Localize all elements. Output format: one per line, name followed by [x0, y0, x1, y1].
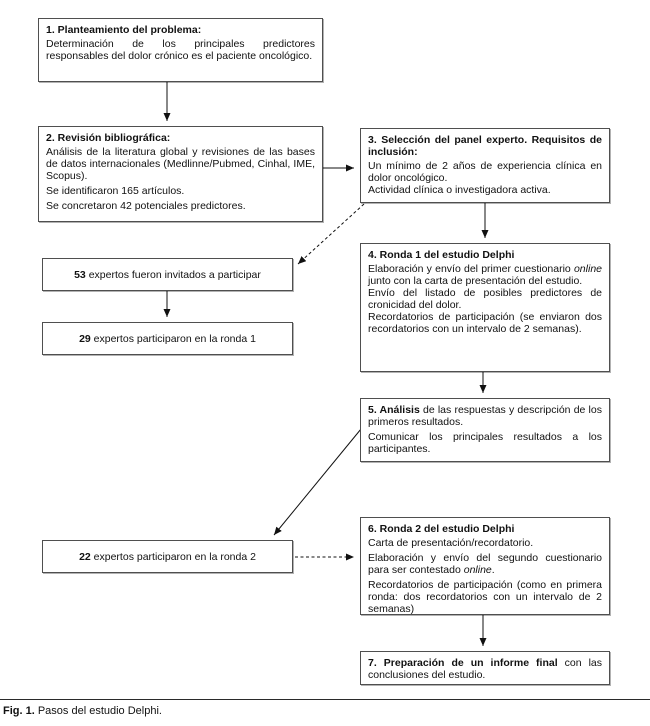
step-1-box: 1. Planteamiento del problema: Determina… — [38, 18, 323, 82]
step-5-paragraph-1: 5. Análisis de las respuestas y descripc… — [368, 404, 602, 428]
step-6-paragraph-2: Elaboración y envío del segundo cuestion… — [368, 552, 602, 576]
step-4-p1-pre: Elaboración y envío del primer cuestiona… — [368, 263, 574, 275]
step-2-paragraph-2: Se identificaron 165 artículos. — [46, 185, 185, 197]
experts-53-label: 53 expertos fueron invitados a participa… — [74, 269, 261, 281]
experts-29-number: 29 — [79, 332, 91, 345]
step-4-title: 4. Ronda 1 del estudio Delphi — [368, 249, 515, 261]
step-3-paragraph-2: Actividad clínica o investigadora activa… — [368, 184, 551, 196]
step-7-body: 7. Preparación de un informe final con l… — [368, 657, 602, 681]
step-6-p2-pre: Elaboración y envío del segundo cuestion… — [368, 552, 602, 576]
experts-22-label: 22 expertos participaron en la ronda 2 — [79, 551, 256, 563]
step-5-title-rest: de las respuestas y descripción de los p… — [368, 404, 602, 428]
experts-29-box: 29 expertos participaron en la ronda 1 — [42, 322, 293, 355]
step-6-p2-post: . — [491, 564, 495, 576]
step-6-box: 6. Ronda 2 del estudio Delphi Carta de p… — [360, 517, 610, 615]
step-3-box: 3. Selección del panel experto. Requisit… — [360, 128, 610, 203]
step-3-title: 3. Selección del panel experto. Requisit… — [368, 134, 602, 158]
step-4-box: 4. Ronda 1 del estudio Delphi Elaboració… — [360, 243, 610, 372]
step-3-paragraph-1: Un mínimo de 2 años de experiencia clíni… — [368, 160, 602, 184]
step-5-title-bold: 5. Análisis — [368, 404, 420, 416]
step-7-bold: 7. Preparación de un informe final — [368, 657, 558, 669]
experts-22-number: 22 — [79, 550, 91, 563]
figure-caption: Fig. 1. Pasos del estudio Delphi. — [3, 705, 162, 718]
experts-53-text: expertos fueron invitados a participar — [85, 268, 261, 281]
step-4-paragraph-3: Recordatorios de participación (se envia… — [368, 311, 602, 335]
experts-53-number: 53 — [74, 268, 86, 281]
step-4-paragraph-1: Elaboración y envío del primer cuestiona… — [368, 263, 602, 287]
step-1-title: 1. Planteamiento del problema: — [46, 24, 202, 36]
step-4-p1-post: junto con la carta de presentación del e… — [368, 275, 583, 287]
step-2-paragraph-3: Se concretaron 42 potenciales predictore… — [46, 200, 246, 212]
step-6-paragraph-1: Carta de presentación/recordatorio. — [368, 537, 534, 549]
step-5-paragraph-2: Comunicar los principales resultados a l… — [368, 431, 602, 455]
step-6-paragraph-3: Recordatorios de participación (como en … — [368, 579, 602, 615]
experts-22-text: expertos participaron en la ronda 2 — [90, 550, 256, 563]
step-4-paragraph-2: Envío del listado de posibles predictore… — [368, 287, 602, 311]
step-2-paragraph-1: Análisis de la literatura global y revis… — [46, 146, 315, 182]
experts-22-box: 22 expertos participaron en la ronda 2 — [42, 540, 293, 573]
figure-caption-text: Pasos del estudio Delphi. — [34, 705, 162, 717]
experts-53-box: 53 expertos fueron invitados a participa… — [42, 258, 293, 291]
step-5-box: 5. Análisis de las respuestas y descripc… — [360, 398, 610, 462]
step-2-title: 2. Revisión bibliográfica: — [46, 132, 171, 144]
connector-step3-experts53-dashed — [297, 203, 365, 265]
experts-29-label: 29 expertos participaron en la ronda 1 — [79, 333, 256, 345]
caption-divider — [0, 699, 650, 700]
figure-caption-label: Fig. 1. — [3, 705, 35, 717]
step-1-body: Determinación de los principales predict… — [46, 38, 315, 62]
step-7-box: 7. Preparación de un informe final con l… — [360, 651, 610, 685]
step-2-box: 2. Revisión bibliográfica: Análisis de l… — [38, 126, 323, 222]
connector-step5-experts22 — [273, 428, 362, 536]
experts-29-text: expertos participaron en la ronda 1 — [90, 332, 256, 345]
step-6-title: 6. Ronda 2 del estudio Delphi — [368, 523, 515, 535]
step-4-p1-online-italic: online — [573, 263, 602, 275]
step-6-p2-online-italic: online — [463, 564, 492, 576]
step-7-rest: con las conclusiones del estudio. — [368, 657, 602, 681]
